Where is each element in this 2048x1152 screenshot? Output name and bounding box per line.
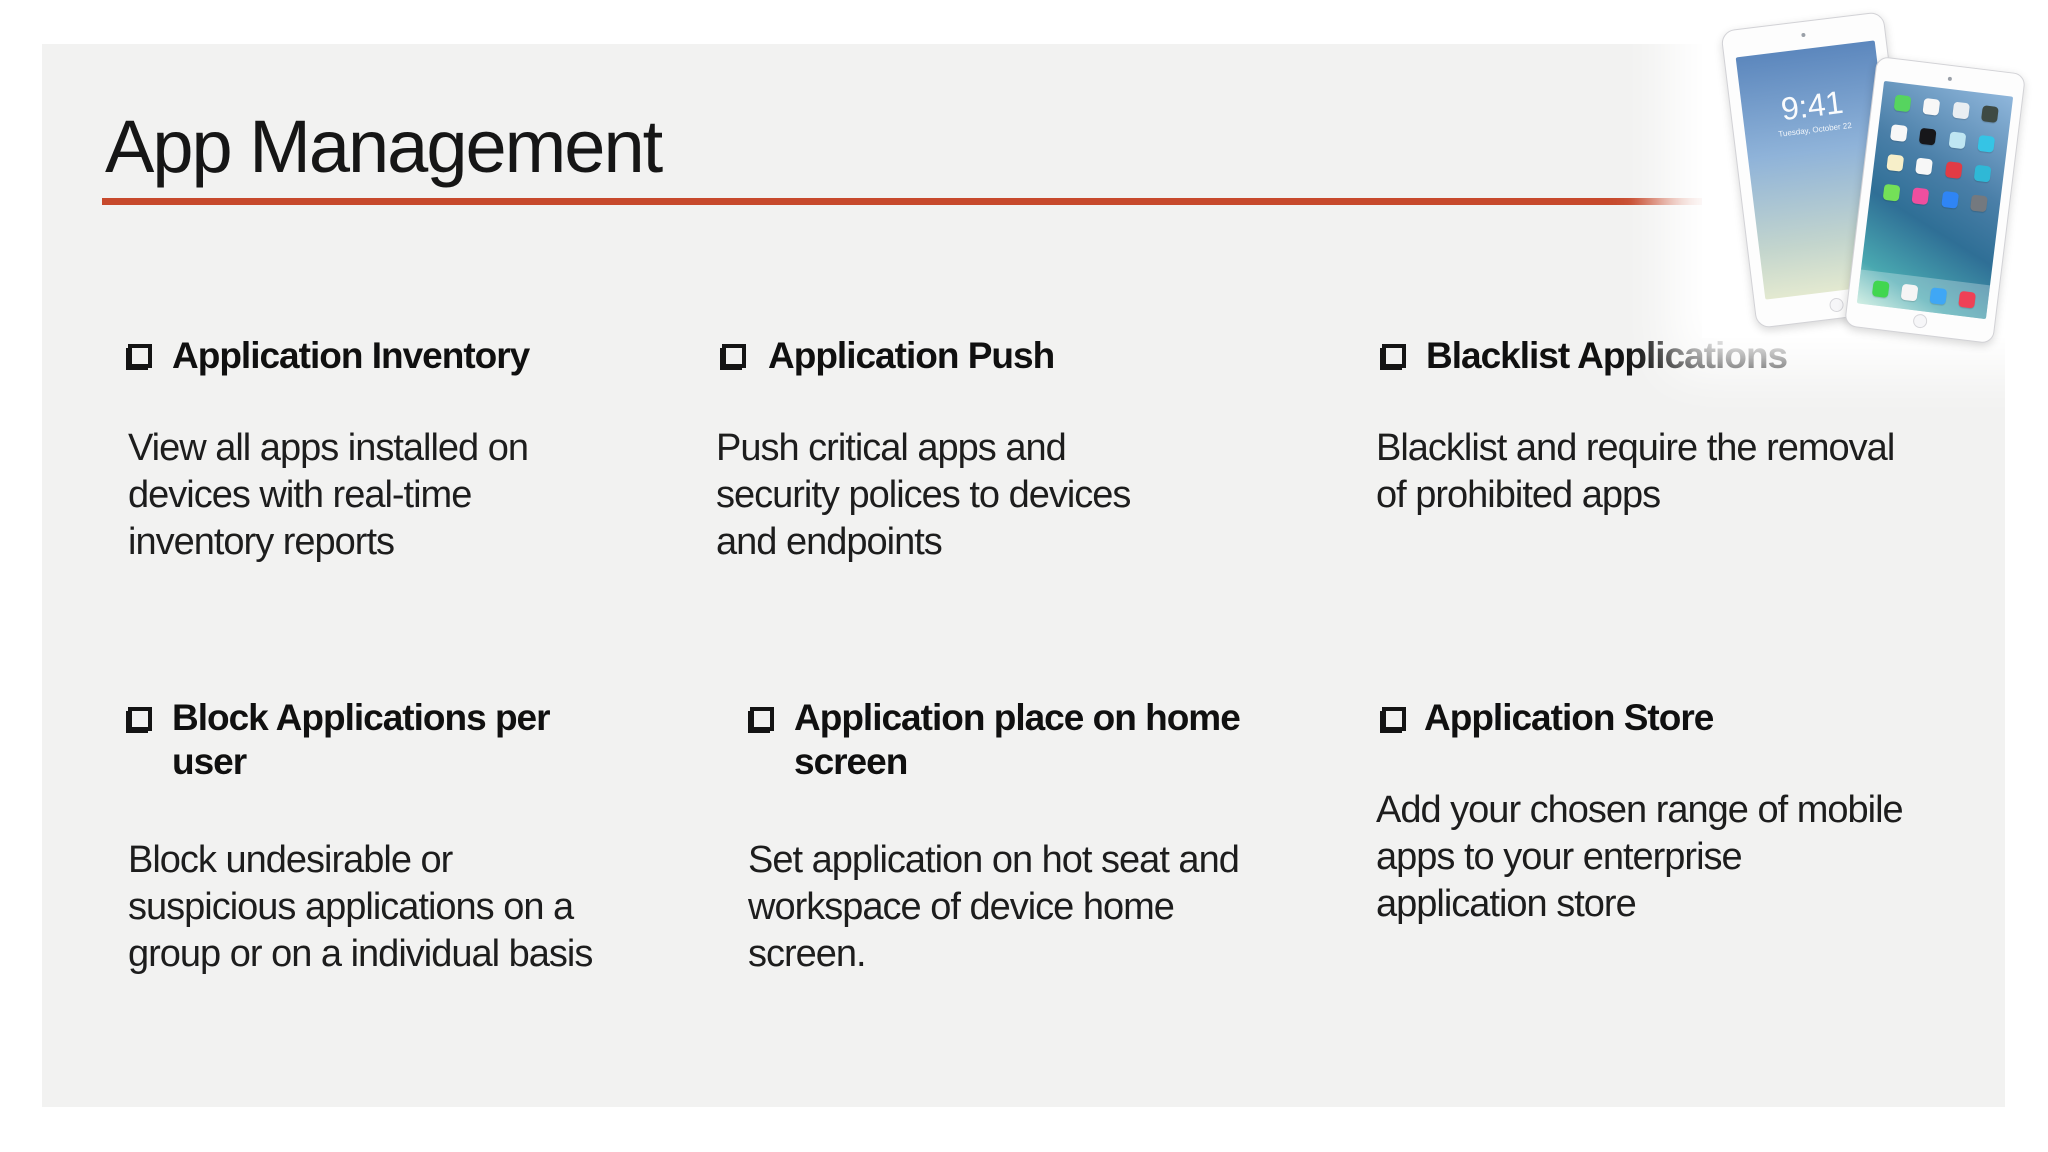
tablet-photo: 9:41 Tuesday, October 22	[1702, 0, 2048, 345]
app-icon	[1969, 194, 1988, 213]
home-button-icon	[1828, 297, 1845, 313]
checkbox-bullet-icon	[1382, 707, 1406, 731]
checkbox-bullet-icon	[750, 707, 774, 731]
app-icon	[1890, 124, 1908, 143]
section-heading: Application Inventory	[172, 335, 530, 376]
app-icon	[1915, 157, 1934, 176]
section-heading: Block Applications per user	[172, 697, 551, 782]
checkbox-bullet-icon	[1382, 344, 1406, 368]
app-icon-grid	[1870, 81, 2013, 214]
app-icon	[1948, 131, 1966, 150]
section-heading: Application place on home screen	[794, 697, 1241, 782]
checkbox-bullet-icon	[722, 344, 746, 368]
app-icon	[1944, 161, 1963, 179]
dock-app-icon	[1871, 280, 1890, 298]
app-icon	[1973, 164, 1992, 183]
app-icon	[1977, 134, 1995, 153]
section-heading: Application Store	[1424, 697, 1714, 738]
home-button-icon	[1912, 313, 1928, 329]
dock-app-icon	[1900, 283, 1918, 302]
app-icon	[1919, 127, 1937, 146]
checkbox-bullet-icon	[128, 344, 152, 368]
section-body: View all apps installed on devices with …	[128, 427, 529, 563]
section-body: Push critical apps and security polices …	[716, 427, 1131, 563]
dock-app-icon	[1957, 290, 1976, 309]
app-icon	[1951, 101, 1970, 120]
accent-divider-line	[102, 198, 1746, 205]
section-heading: Blacklist Applications	[1426, 335, 1788, 376]
app-icon	[1922, 97, 1941, 116]
dock	[1856, 269, 1991, 320]
section-body: Set application on hot seat and workspac…	[748, 839, 1240, 975]
app-icon	[1940, 190, 1959, 209]
ipad-mini-illustration	[1843, 55, 2027, 345]
section-body: Blacklist and require the removal of pro…	[1376, 427, 1895, 516]
ipad-mini-home-screen	[1856, 80, 2014, 320]
checkbox-bullet-icon	[128, 707, 152, 731]
section-heading: Application Push	[768, 335, 1055, 376]
section-body: Block undesirable or suspicious applicat…	[128, 839, 593, 975]
app-icon	[1893, 94, 1912, 113]
app-icon	[1911, 187, 1930, 206]
section-body: Add your chosen range of mobile apps to …	[1376, 789, 1904, 925]
dock-app-icon	[1928, 287, 1947, 305]
slide-title: App Management	[105, 105, 663, 188]
app-icon	[1886, 153, 1905, 172]
slide-background	[42, 44, 2005, 1107]
app-icon	[1980, 105, 1999, 123]
front-camera-icon	[1801, 32, 1806, 38]
app-icon	[1882, 183, 1901, 202]
front-camera-icon	[1947, 76, 1953, 82]
